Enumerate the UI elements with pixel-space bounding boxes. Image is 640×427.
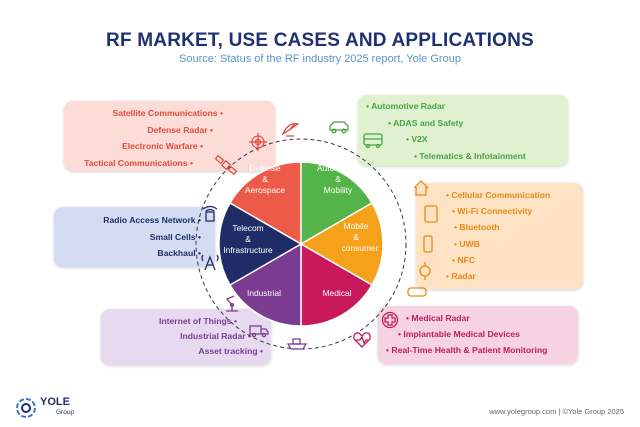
- automotive-list-box: Automotive Radar ADAS and Safety V2X Tel…: [358, 95, 568, 166]
- mobile-label-1: Mobile: [344, 221, 369, 231]
- medical-label: Medical: [323, 288, 352, 298]
- medical-list-box: Medical Radar Implantable Medical Device…: [378, 306, 578, 364]
- page-title: RF MARKET, USE CASES AND APPLICATIONS: [106, 30, 534, 51]
- segment-industrial: [228, 242, 302, 327]
- segment-mobile: [299, 201, 384, 287]
- footer-text: www.yolegroup.com | ©Yole Group 2025: [489, 407, 624, 416]
- automotive-label-1: Automotive: [317, 163, 359, 173]
- page-subtitle: Source: Status of the RF industry 2025 r…: [179, 53, 461, 65]
- telecom-label-2: &: [245, 234, 251, 244]
- defense-list-box: Satellite Communications Defense Radar E…: [64, 101, 275, 171]
- house-icon: [413, 180, 429, 196]
- list-item: Medical Radar: [378, 310, 578, 326]
- list-item: Cellular Communication: [416, 187, 583, 203]
- list-item: Bluetooth: [416, 219, 583, 235]
- list-item: Internet of Things: [101, 314, 271, 329]
- mobile-label-2: &: [353, 232, 359, 242]
- list-item: Real-Time Health & Patient Monitoring: [378, 342, 578, 358]
- medical-cross-icon: [381, 311, 399, 329]
- logo-mark-icon: [16, 398, 36, 418]
- radio-tower-icon: [201, 254, 219, 271]
- target-icon: [249, 133, 267, 151]
- telecom-list-box: Radio Access Network Small Cells Backhau…: [54, 207, 215, 267]
- list-item: Backhaul: [54, 245, 215, 262]
- truck-icon: [249, 325, 269, 338]
- bus-icon: [363, 133, 383, 149]
- list-item: V2X: [358, 131, 568, 148]
- list-item: Industrial Radar: [101, 329, 271, 344]
- robot-arm-icon: [225, 295, 238, 312]
- satellite-dish-icon: [281, 123, 300, 137]
- segment-telecom: [218, 201, 303, 287]
- vr-headset-icon: [407, 287, 427, 297]
- list-item: Small Cells: [54, 229, 215, 246]
- list-item: NFC: [416, 252, 583, 268]
- list-item: Electronic Warfare: [64, 138, 275, 155]
- defense-label-1: Defense: [249, 163, 281, 173]
- logo-sub: Group: [56, 409, 75, 416]
- list-item: Satellite Communications: [64, 105, 275, 122]
- telecom-label-1: Telecom: [232, 223, 263, 233]
- mobile-list-box: Cellular Communication Wi-Fi Connectivit…: [416, 183, 583, 289]
- automotive-label-3: Mobility: [324, 185, 353, 195]
- defense-label-3: Aerospace: [245, 185, 285, 195]
- industrial-list-box: Internet of Things Industrial Radar Asse…: [101, 309, 271, 365]
- antenna-icon: [202, 205, 218, 222]
- segment-automotive: [300, 161, 374, 246]
- ship-icon: [286, 338, 308, 350]
- industrial-label: Industrial: [247, 288, 281, 298]
- watch-icon: [419, 262, 431, 280]
- car-icon: [329, 121, 349, 134]
- mobile-label-3: consumer: [342, 243, 379, 253]
- list-item: Defense Radar: [64, 122, 275, 139]
- list-item: UWB: [416, 236, 583, 252]
- segment-defense: [228, 161, 302, 246]
- segment-medical: [300, 242, 374, 327]
- heartbeat-icon: [353, 332, 371, 348]
- list-item: Asset tracking: [101, 344, 271, 359]
- list-item: Automotive Radar: [358, 98, 568, 115]
- list-item: Radio Access Network: [54, 212, 215, 229]
- defense-label-2: &: [262, 174, 268, 184]
- telecom-label-3: Infrastructure: [223, 245, 273, 255]
- list-item: Radar: [416, 268, 583, 284]
- list-item: Telematics & Infotainment: [358, 148, 568, 165]
- automotive-label-2: &: [335, 174, 341, 184]
- list-item: Tactical Communications: [64, 155, 275, 172]
- list-item: Implantable Medical Devices: [378, 326, 578, 342]
- logo-name: YOLE: [40, 396, 70, 408]
- tablet-icon: [424, 205, 438, 223]
- satellite-icon: [214, 154, 238, 176]
- list-item: Wi-Fi Connectivity: [416, 203, 583, 219]
- phone-icon: [423, 235, 433, 253]
- yole-logo: YOLE Group: [14, 396, 124, 422]
- list-item: ADAS and Safety: [358, 115, 568, 132]
